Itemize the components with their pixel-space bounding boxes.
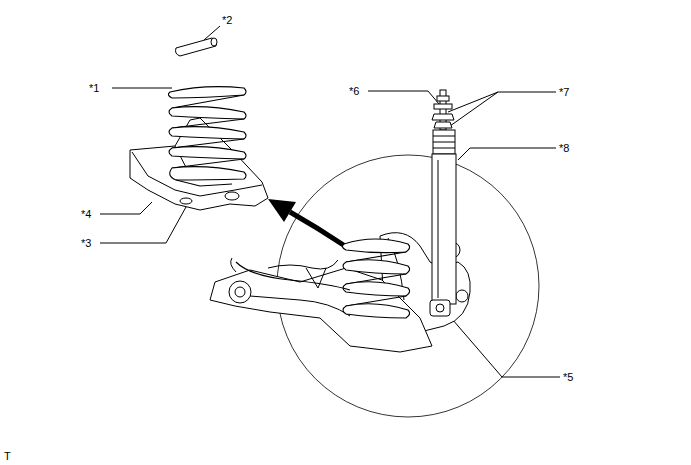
trailing-arm <box>210 258 432 352</box>
arrow-head <box>268 199 296 222</box>
leader-line <box>368 91 439 104</box>
coil-spring <box>168 87 246 186</box>
spring-insulator <box>176 38 218 56</box>
shock-absorber <box>430 90 456 316</box>
leader-line <box>100 202 152 214</box>
coil-spring-installed <box>342 239 409 318</box>
leader-line <box>458 148 556 160</box>
leader-line <box>100 207 186 243</box>
leader-line <box>448 92 556 126</box>
callout-number: *2 <box>221 14 233 27</box>
brake-hose <box>236 262 350 290</box>
callout-number: *5 <box>562 371 574 384</box>
callout-number: *4 <box>80 208 92 221</box>
callout-number: *8 <box>558 142 570 155</box>
callout-number: *6 <box>348 85 360 98</box>
callout-number: *7 <box>558 86 570 99</box>
direction-arrow <box>290 212 345 246</box>
spring-seat <box>130 118 268 210</box>
detail-circle <box>277 155 539 417</box>
figure-code: T <box>3 450 12 463</box>
callout-number: *1 <box>88 82 100 95</box>
leader-line <box>112 88 172 89</box>
callout-number: *3 <box>80 237 92 250</box>
